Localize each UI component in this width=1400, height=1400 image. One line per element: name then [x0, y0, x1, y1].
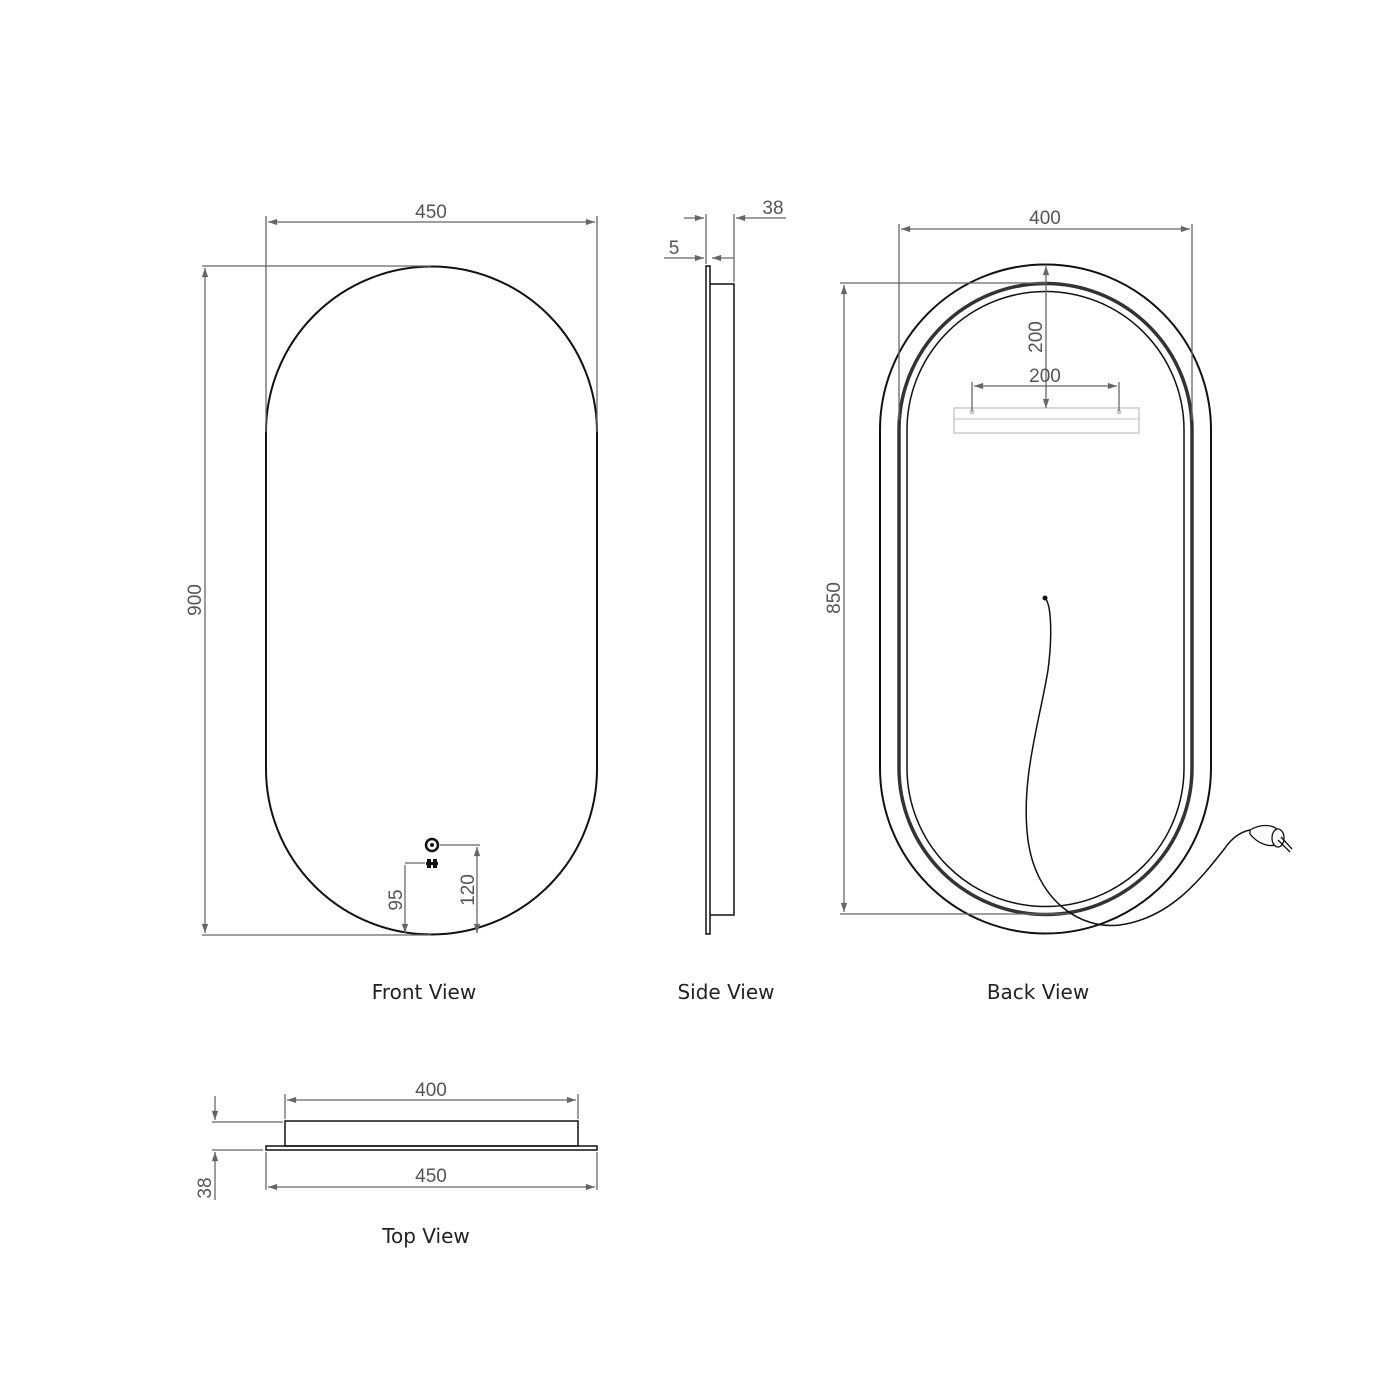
glass-profile [705, 265, 711, 935]
front-width-dim: 450 [415, 202, 447, 223]
touch-switch-icon [424, 837, 440, 853]
bracket-spacing-dim: 200 [1029, 366, 1061, 387]
side-view-label: Side View [677, 980, 774, 1004]
back-inner-outline [906, 290, 1185, 908]
power-cord [1025, 597, 1251, 927]
top-view: 400 450 38 Top View [195, 1080, 598, 1248]
switch-height-120: 120 [458, 874, 479, 906]
side-view: 38 5 Side View [664, 198, 786, 1004]
bracket-offset-dim: 200 [1026, 321, 1047, 353]
side-depth-dim: 38 [762, 198, 783, 219]
top-front-width-dim: 450 [415, 1166, 447, 1187]
top-depth-dim: 38 [195, 1177, 216, 1198]
back-view: 400 850 200 200 Back View [824, 208, 1293, 1004]
wall-bracket [953, 407, 1140, 434]
front-view-label: Front View [372, 980, 476, 1004]
top-glass-profile [265, 1145, 598, 1151]
back-outer-outline [879, 263, 1212, 935]
frame-profile [710, 283, 735, 916]
back-height-dim: 850 [824, 582, 845, 614]
sensor-icon [426, 859, 438, 868]
mirror-outline [265, 265, 598, 936]
top-view-label: Top View [381, 1224, 470, 1248]
glass-thickness-dim: 5 [669, 238, 680, 259]
switch-height-95: 95 [386, 889, 407, 910]
top-frame-profile [284, 1120, 579, 1147]
back-view-label: Back View [987, 980, 1089, 1004]
power-plug-icon [1249, 824, 1293, 853]
back-frame-outline [897, 281, 1194, 917]
front-height-dim: 900 [185, 584, 206, 616]
front-view: 450 900 95 120 Front View [185, 202, 598, 1004]
top-back-width-dim: 400 [415, 1080, 447, 1101]
back-width-dim: 400 [1029, 208, 1061, 229]
